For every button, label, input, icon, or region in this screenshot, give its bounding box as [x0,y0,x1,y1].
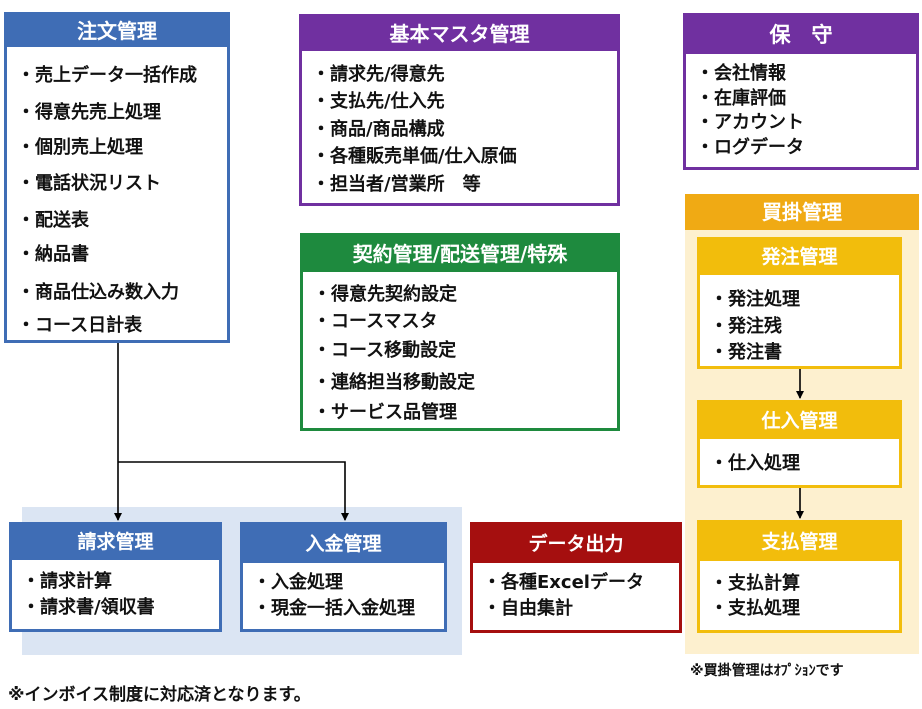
list-item: ・ログデータ [696,137,804,158]
purchasing-management-panel: 仕入管理 ・仕入処理 [697,400,902,488]
list-item: ・商品仕込み数入力 [17,282,179,303]
maintenance-title: 保 守 [686,16,916,54]
list-item: ・商品/商品構成 [312,119,445,140]
list-item: ・現金一括入金処理 [253,598,415,619]
purchase-payable-title: 買掛管理 [762,200,842,224]
contract-management-panel: 契約管理/配送管理/特殊 ・得意先契約設定 ・コースマスタ ・コース移動設定 ・… [300,233,620,431]
purchase-payable-header: 買掛管理 [685,194,919,230]
invoice-compliance-footnote: ※インボイス制度に対応済となります。 [8,685,311,705]
receipt-management-panel: 入金管理 ・入金処理 ・現金一括入金処理 [240,522,447,632]
ordering-management-panel: 発注管理 ・発注処理 ・発注残 ・発注書 [697,237,902,369]
purchasing-management-title: 仕入管理 [700,403,899,439]
list-item: ・コース移動設定 [313,340,457,361]
billing-management-title: 請求管理 [12,525,219,560]
order-management-title: 注文管理 [7,15,227,47]
master-management-panel: 基本マスタ管理 ・請求先/得意先 ・支払先/仕入先 ・商品/商品構成 ・各種販売… [299,14,620,206]
list-item: ・配送表 [17,210,89,231]
list-item: ・請求書/領収書 [22,597,155,618]
list-item: ・入金処理 [253,572,343,593]
data-output-title: データ出力 [473,525,679,563]
order-management-panel: 注文管理 ・売上データ一括作成 ・得意先売上処理 ・個別売上処理 ・電話状況リス… [4,12,230,343]
list-item: ・支払計算 [710,573,800,594]
list-item: ・得意先契約設定 [313,284,457,305]
payment-management-panel: 支払管理 ・支払計算 ・支払処理 [697,520,902,633]
list-item: ・仕入処理 [710,453,800,474]
list-item: ・担当者/営業所 等 [312,174,481,195]
list-item: ・納品書 [17,244,89,265]
list-item: ・個別売上処理 [17,137,143,158]
list-item: ・コースマスタ [313,311,438,332]
list-item: ・発注処理 [710,289,800,310]
list-item: ・売上データ一括作成 [17,65,197,86]
list-item: ・自由集計 [483,598,573,619]
master-management-title: 基本マスタ管理 [302,17,617,51]
list-item: ・会社情報 [696,63,786,84]
list-item: ・アカウント [696,112,804,133]
list-item: ・支払処理 [710,598,800,619]
list-item: ・各種Excelデータ [483,572,644,593]
receipt-management-title: 入金管理 [243,525,444,563]
list-item: ・発注残 [710,316,782,337]
order-to-receipt-connector [118,461,349,521]
list-item: ・請求計算 [22,571,112,592]
list-item: ・発注書 [710,342,782,363]
payment-management-title: 支払管理 [700,523,899,561]
list-item: ・在庫評価 [696,88,786,109]
purchase-payable-option-note: ※買掛管理はｵﾌﾟｼｮﾝです [690,663,844,679]
list-item: ・連絡担当移動設定 [313,372,475,393]
data-output-panel: データ出力 ・各種Excelデータ ・自由集計 [470,522,682,633]
list-item: ・支払先/仕入先 [312,91,445,112]
list-item: ・サービス品管理 [313,402,457,423]
billing-management-panel: 請求管理 ・請求計算 ・請求書/領収書 [9,522,222,632]
list-item: ・各種販売単価/仕入原価 [312,146,517,167]
maintenance-panel: 保 守 ・会社情報 ・在庫評価 ・アカウント ・ログデータ [683,13,919,170]
list-item: ・コース日計表 [17,315,143,336]
ordering-management-title: 発注管理 [700,240,899,275]
list-item: ・請求先/得意先 [312,64,445,85]
contract-management-title: 契約管理/配送管理/特殊 [303,236,617,272]
list-item: ・得意先売上処理 [17,102,161,123]
list-item: ・電話状況リスト [17,173,161,194]
